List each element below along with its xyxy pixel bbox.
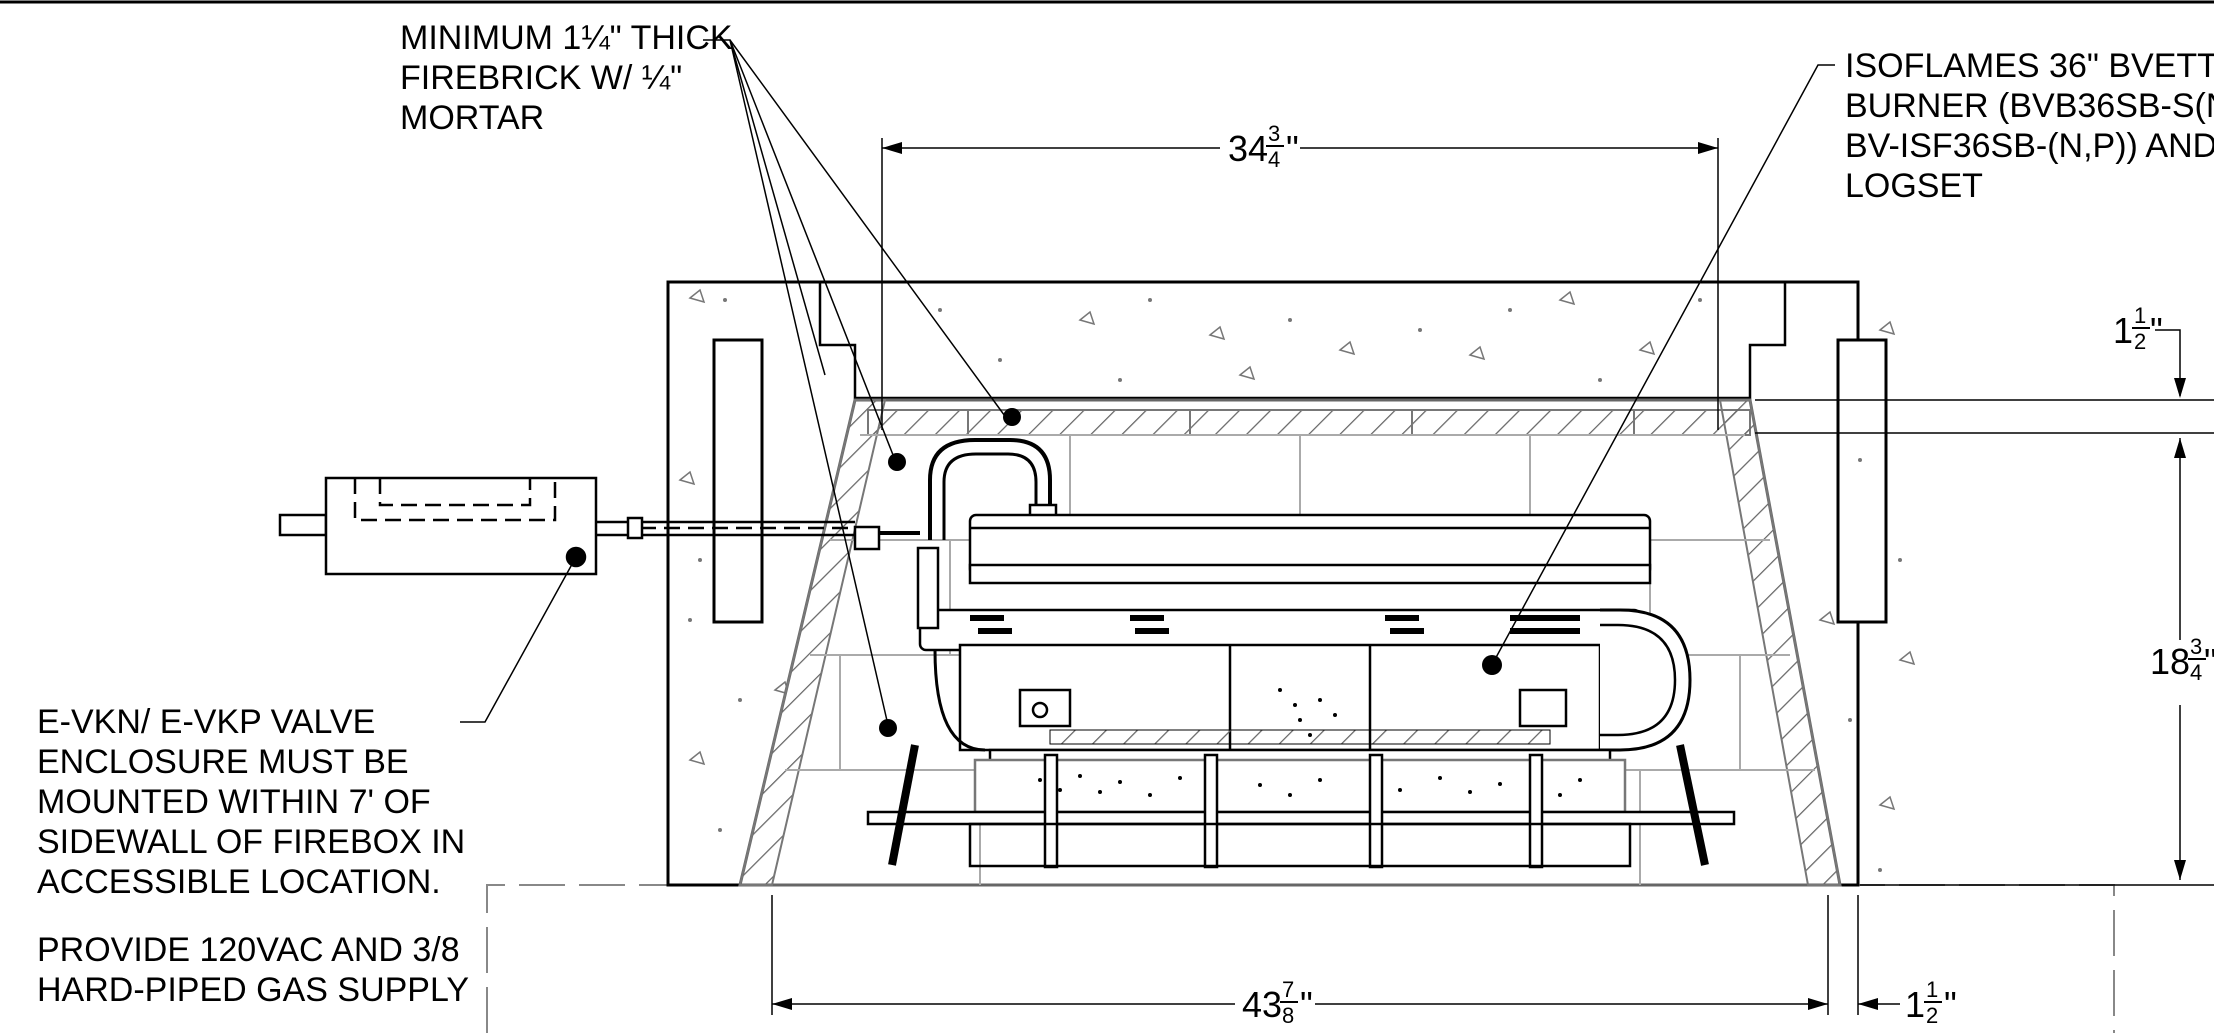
firebrick-line-2: FIREBRICK W/ ¼" xyxy=(400,59,682,97)
supply-line-2: HARD-PIPED GAS SUPPLY xyxy=(37,971,469,1009)
ember-bed-dots xyxy=(1038,688,1582,797)
dim-top-offset: 1 1 2 " xyxy=(2113,303,2163,354)
dim-height-whole: 18 xyxy=(2150,641,2190,682)
dim-top-offset-num: 1 xyxy=(2134,303,2146,328)
label-supply: PROVIDE 120VAC AND 3/8 HARD-PIPED GAS SU… xyxy=(37,931,469,1009)
valve-line-3: MOUNTED WITHIN 7' OF xyxy=(37,783,431,821)
dim-top-width-unit: " xyxy=(1286,128,1299,169)
dim-bottom-width-num: 7 xyxy=(1282,977,1294,1002)
valve-enclosure xyxy=(278,476,855,576)
dim-bottom-width-den: 8 xyxy=(1282,1003,1294,1028)
dim-bottom-width-unit: " xyxy=(1300,984,1313,1025)
burner-assembly xyxy=(853,438,1736,869)
right-vent xyxy=(1836,338,1888,624)
supply-line-1: PROVIDE 120VAC AND 3/8 xyxy=(37,931,460,969)
dim-height: 18 3 4 " xyxy=(2150,634,2214,685)
burner-line-4: LOGSET xyxy=(1845,167,1983,205)
burner-line-3: BV-ISF36SB-(N,P)) AND xyxy=(1845,127,2214,165)
valve-line-2: ENCLOSURE MUST BE xyxy=(37,743,409,781)
dimension-arrows xyxy=(772,142,2186,1010)
dim-height-den: 4 xyxy=(2190,660,2202,685)
dim-top-width: 34 3 4 " xyxy=(1228,121,1299,172)
valve-line-1: E-VKN/ E-VKP VALVE xyxy=(37,703,375,741)
dim-side-offset-den: 2 xyxy=(1926,1003,1938,1028)
label-burner: ISOFLAMES 36" BVETTO BURNER (BVB36SB-S(N… xyxy=(1845,47,2214,205)
dim-side-offset-whole: 1 xyxy=(1905,984,1925,1025)
firebrick-line-1: MINIMUM 1¼" THICK xyxy=(400,19,733,57)
firebrick-line-3: MORTAR xyxy=(400,99,544,137)
dim-top-width-den: 4 xyxy=(1268,147,1280,172)
valve-line-4: SIDEWALL OF FIREBOX IN xyxy=(37,823,465,861)
burner-line-2: BURNER (BVB36SB-S(N,P)/ xyxy=(1845,87,2214,125)
dim-top-offset-unit: " xyxy=(2150,310,2163,351)
dim-height-num: 3 xyxy=(2190,634,2202,659)
dim-bottom-width: 43 7 8 " xyxy=(1242,977,1313,1028)
dim-top-width-num: 3 xyxy=(1268,121,1280,146)
dim-top-offset-whole: 1 xyxy=(2113,310,2133,351)
dim-height-unit: " xyxy=(2204,641,2214,682)
left-vent xyxy=(712,338,764,624)
burner-line-1: ISOFLAMES 36" BVETTO xyxy=(1845,47,2214,85)
dim-side-offset-unit: " xyxy=(1944,984,1957,1025)
dim-side-offset-num: 1 xyxy=(1926,977,1938,1002)
dim-side-offset: 1 1 2 " xyxy=(1905,977,1957,1028)
dim-top-offset-den: 2 xyxy=(2134,329,2146,354)
leader-lines xyxy=(460,39,1835,726)
dimension-lines xyxy=(771,138,2214,1015)
dim-bottom-width-whole: 43 xyxy=(1242,984,1282,1025)
label-valve: E-VKN/ E-VKP VALVE ENCLOSURE MUST BE MOU… xyxy=(37,703,465,901)
leader-dots xyxy=(879,408,1502,737)
label-firebrick: MINIMUM 1¼" THICK FIREBRICK W/ ¼" MORTAR xyxy=(400,19,733,137)
valve-line-5: ACCESSIBLE LOCATION. xyxy=(37,863,441,901)
dim-top-width-whole: 34 xyxy=(1228,128,1268,169)
